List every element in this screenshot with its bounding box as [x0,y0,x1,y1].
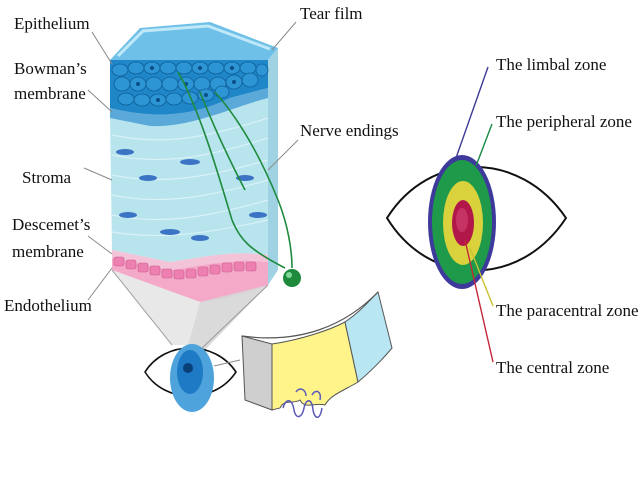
epithelium-label: Epithelium [14,14,90,33]
stroma-label: Stroma [22,168,72,187]
tear-film-label: Tear film [300,4,363,23]
descemets-layer [112,250,268,270]
limbus-yellow [271,321,359,411]
central-zone-highlight [456,208,468,232]
cornea-block [110,22,301,302]
descemets-label-line2: membrane [12,242,84,261]
endothelium-label: Endothelium [4,296,92,315]
limbus-section [241,291,393,418]
descemets-label-line1: Descemet’s [12,215,90,234]
limbal-zone-leader [455,66,489,159]
limbus-outer-edge [241,291,379,339]
small-eye-pupil [183,363,193,373]
cornea-label-group: Epithelium Bowman’s membrane Stroma Desc… [4,4,399,315]
central-zone-label: The central zone [496,358,609,377]
limbus-blue [344,291,393,383]
nerve-ending-bulb-highlight [286,272,292,278]
zones-eye: The limbal zone The peripheral zone The … [385,55,638,377]
nerve-endings-label: Nerve endings [300,121,399,140]
paracentral-zone-leader [469,247,494,307]
limbus-grey [241,335,273,411]
projection-lines [111,269,269,355]
stroma-layer [110,95,268,262]
bowmans-label-line1: Bowman’s [14,59,87,78]
nerve-ending-bulb [283,269,301,287]
peripheral-zone-leader [475,123,493,167]
bowmans-layer [110,88,268,127]
bowmans-label-line2: membrane [14,84,86,103]
block-side-face [268,48,278,285]
limbus-vessels [282,388,323,418]
paracentral-zone-label: The paracentral zone [496,301,638,320]
stroma-fibres [111,117,269,237]
limbal-zone-label: The limbal zone [496,55,606,74]
epithelial-cells [111,61,269,107]
central-zone-leader [464,239,494,363]
small-eye [144,344,241,412]
endothelial-cells [113,256,257,280]
peripheral-zone-label: The peripheral zone [496,112,632,131]
nerve-fibres [177,71,293,269]
tear-film-highlight [116,24,271,58]
